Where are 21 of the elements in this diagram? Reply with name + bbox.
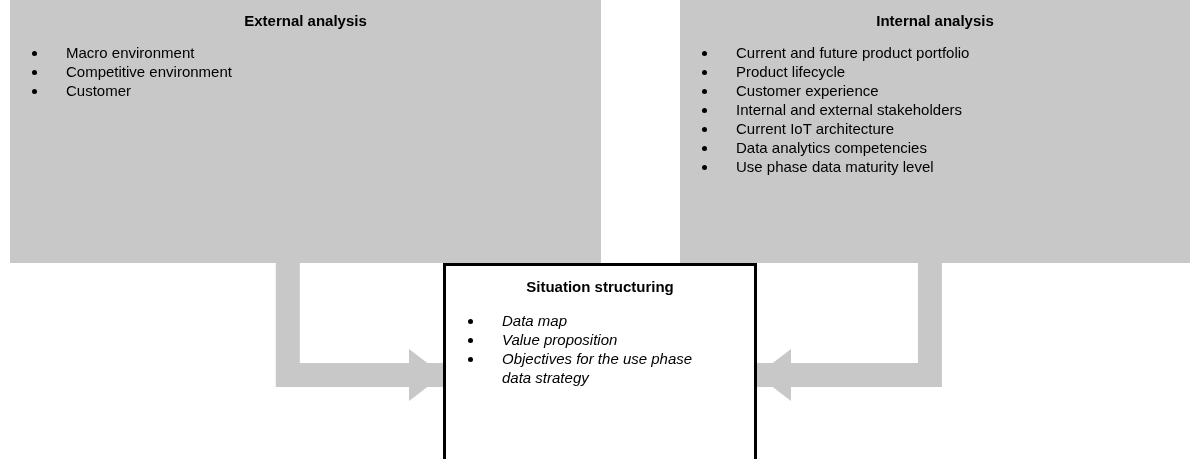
list-item: Competitive environment (66, 61, 232, 81)
list-item: Customer (66, 80, 132, 100)
list-item: Current and future product portfolio (736, 42, 970, 62)
list-item: Objectives for the use phase data strategy (502, 348, 694, 387)
list-item: Data analytics competencies (736, 137, 927, 157)
box-heading: Internal analysis (875, 11, 995, 31)
process-box (680, 0, 1190, 263)
list-item: Customer experience (736, 80, 879, 100)
process-box (10, 0, 601, 263)
box-heading: Situation structuring (525, 277, 675, 297)
list-item: Data map (502, 310, 568, 330)
box-heading: External analysis (243, 11, 368, 31)
list-item: Product lifecycle (736, 61, 846, 81)
list-item: Internal and external stakeholders (736, 99, 962, 119)
list-item: Value proposition (502, 329, 618, 349)
list-item: Use phase data maturity level (736, 156, 934, 176)
elbow-arrow (275, 263, 443, 401)
list-item: Macro environment (66, 42, 195, 62)
process-box (443, 263, 757, 459)
list-item: Current IoT architecture (736, 118, 895, 138)
elbow-arrow (757, 263, 942, 401)
